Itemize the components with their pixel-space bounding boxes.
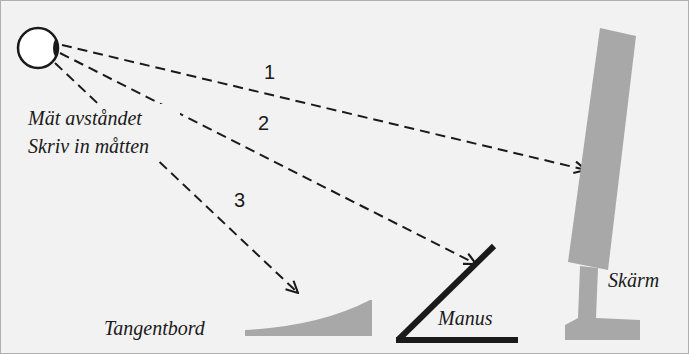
- keyboard-symbol: [245, 300, 372, 336]
- part-name: Manus: [438, 306, 492, 330]
- sight-line: [55, 63, 298, 293]
- eye-symbol: [18, 28, 67, 68]
- part-name: Tangentbord: [104, 316, 205, 340]
- instruction-note: Mät avståndet Skriv in måtten: [26, 104, 180, 160]
- manuscript-holder: [396, 246, 518, 340]
- sight-lines: [55, 45, 586, 293]
- screen-symbol: [565, 28, 640, 340]
- callout-number: 2: [256, 111, 271, 135]
- part-name: Skärm: [608, 268, 659, 292]
- callout-number: 3: [232, 188, 247, 212]
- callout-number: 1: [262, 60, 277, 84]
